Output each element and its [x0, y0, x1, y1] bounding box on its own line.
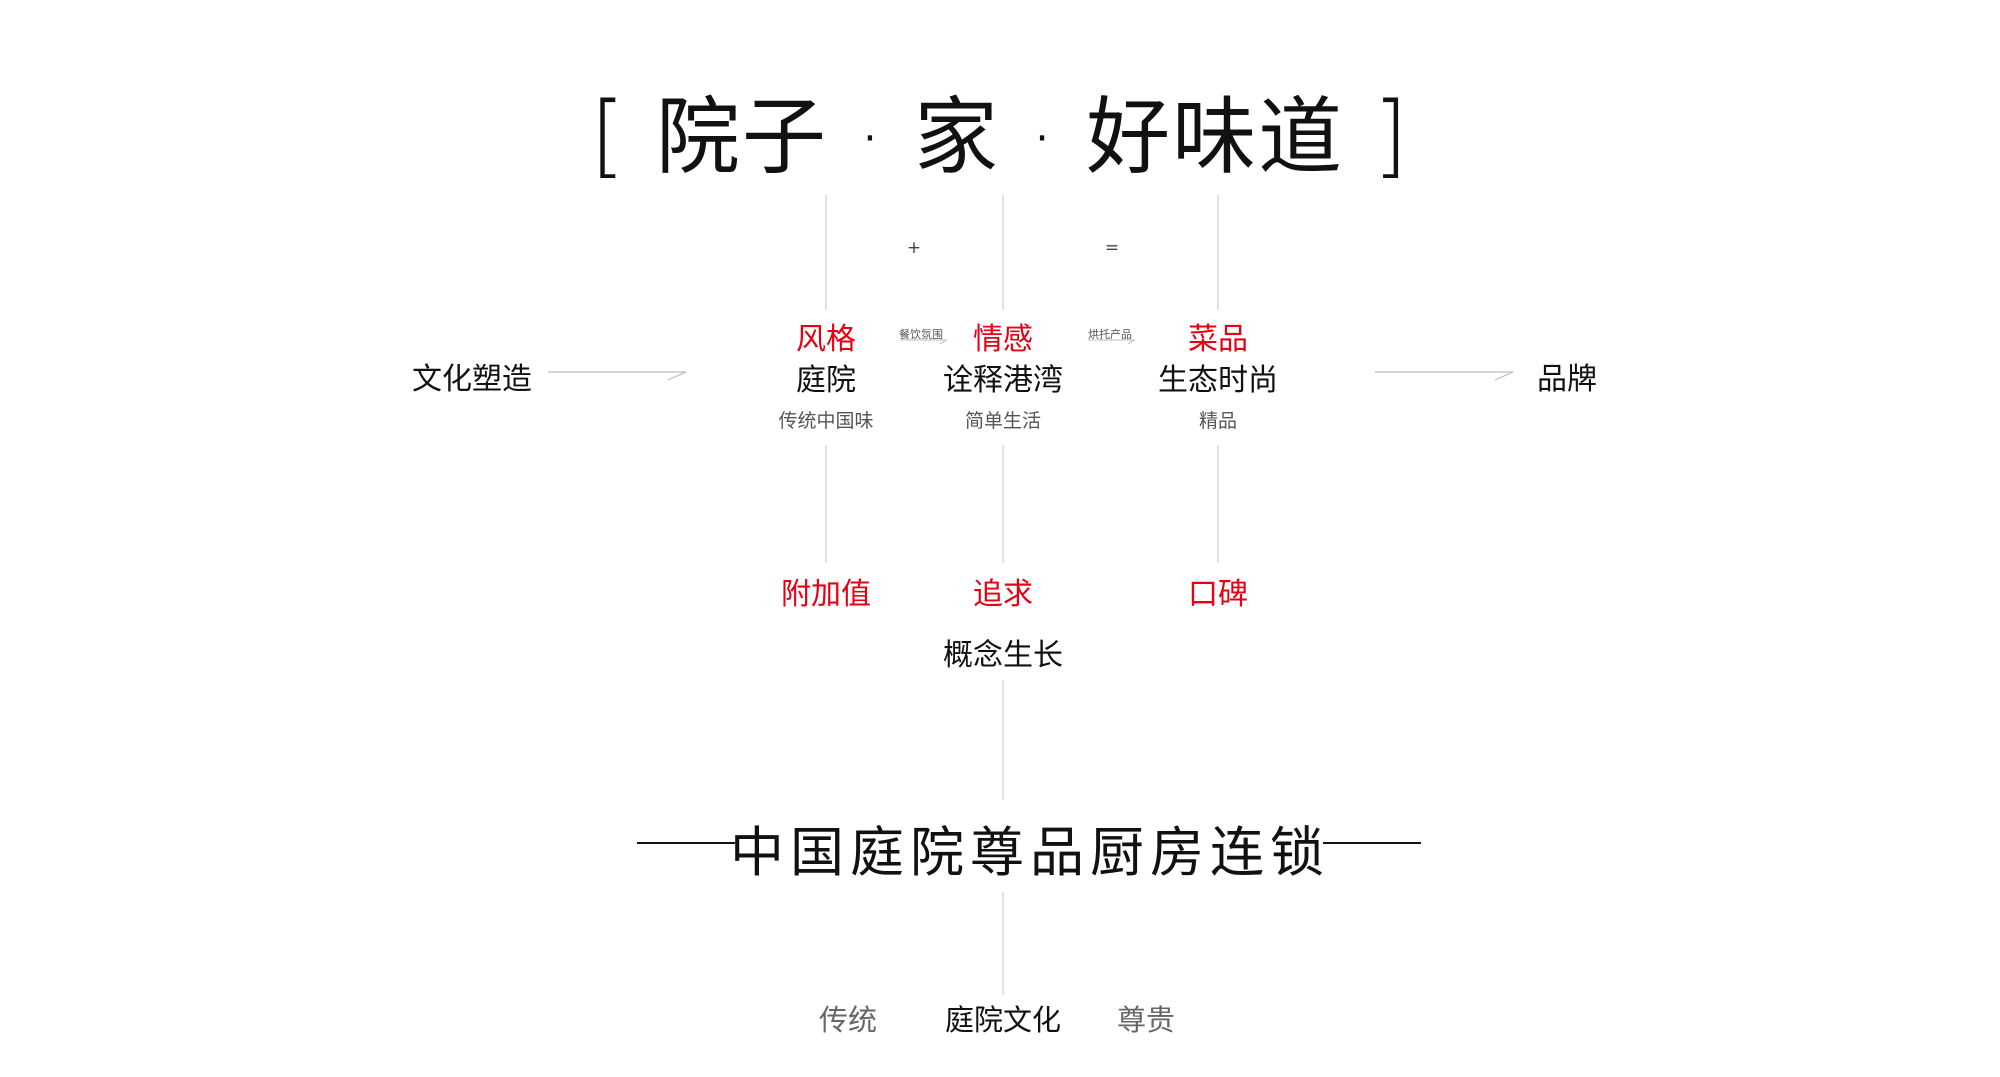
- column-2-bottom-label: 追求: [973, 577, 1033, 612]
- bottom-item-center: 庭院文化: [944, 1003, 1062, 1037]
- slogan-rule-right: [1323, 842, 1421, 844]
- column-2-red-label: 情感: [973, 322, 1033, 357]
- slogan-rule-left: [637, 842, 735, 844]
- title-bracket-close: ]: [1372, 83, 1410, 188]
- equals-operator: =: [1104, 238, 1120, 258]
- title-bracket-open: [: [590, 83, 628, 188]
- left-side-label: 文化塑造: [412, 362, 532, 397]
- column-1-red-label: 风格: [796, 322, 856, 357]
- column-3-red-label: 菜品: [1188, 322, 1248, 357]
- plus-operator: +: [906, 238, 922, 258]
- column-1-sub-label: 传统中国味: [778, 410, 874, 432]
- column-3-sub-label: 精品: [1198, 410, 1238, 432]
- right-side-label: 品牌: [1537, 362, 1597, 397]
- bottom-item-left: 传统: [818, 1003, 878, 1037]
- column-1-main-label: 庭院: [796, 363, 856, 398]
- bottom-item-right: 尊贵: [1116, 1003, 1176, 1037]
- column-2-sub-label: 简单生活: [964, 410, 1042, 432]
- column-3-main-label: 生态时尚: [1158, 363, 1278, 398]
- column-1-bottom-label: 附加值: [781, 577, 871, 612]
- flow-label-second: 烘托产品: [1088, 328, 1132, 341]
- page-title: [ 院子 · 家 · 好味道 ]: [590, 70, 1410, 191]
- title-text: 院子 · 家 · 好味道: [655, 88, 1345, 186]
- slogan: 中国庭院尊品厨房连锁: [730, 821, 1330, 884]
- flow-label-first: 餐饮氛围: [899, 328, 943, 341]
- column-2-main-label: 诠释港湾: [943, 363, 1063, 398]
- growth-label: 概念生长: [943, 638, 1063, 673]
- column-3-bottom-label: 口碑: [1188, 577, 1248, 612]
